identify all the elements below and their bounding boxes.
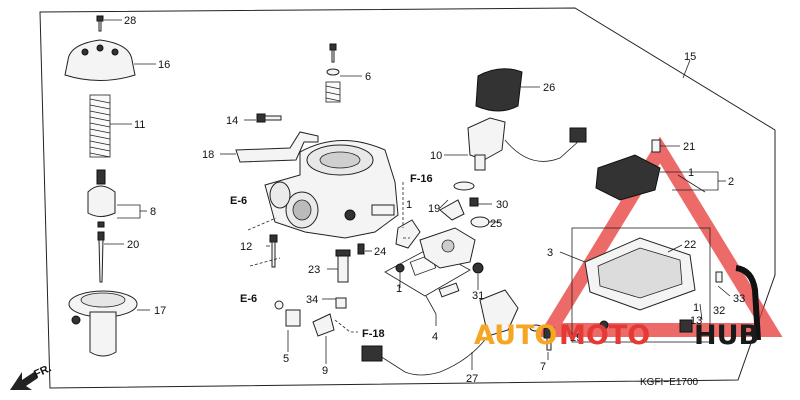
callout-19: 19 [428,203,440,215]
spring-part-11 [89,94,111,158]
diaphragm-part-17 [68,290,138,357]
callout-11: 11 [134,119,145,131]
callout-29: 29 [570,332,582,344]
solenoid-part-10 [453,117,587,191]
callout-14: 14 [226,115,238,127]
callout-1d: 1 [693,302,699,314]
watermark-triangle [537,136,783,337]
float-chamber-cover [419,227,476,269]
callout-22: 22 [684,239,696,251]
callout-20: 20 [127,239,139,251]
assembly-outline [39,7,776,389]
callout-2: 2 [728,176,734,188]
callout-9: 9 [322,365,328,377]
callout-28: 28 [124,15,136,27]
sensor-part-27 [361,289,519,376]
callout-5: 5 [283,353,289,365]
callout-18: 18 [202,149,214,161]
callout-21: 21 [683,141,695,153]
watermark-hub: HUB [694,320,759,351]
small-parts-19-25-30 [439,197,490,228]
leader-lines [104,19,731,370]
bolt-part-14 [256,113,282,123]
callout-26: 26 [543,82,555,94]
float-part-2 [595,154,706,201]
callout-31: 31 [472,290,484,302]
callout-6: 6 [365,71,371,83]
callout-23: 23 [308,264,320,276]
needle-holder-part-8 [87,169,116,228]
ref-f18: F-18 [362,328,385,340]
watermark-moto: MOTO [559,320,650,351]
ref-f16: F-16 [410,173,433,185]
hose-part-33 [735,265,761,341]
callout-15: 15 [684,51,696,63]
valve-part-9 [312,313,335,337]
bracket-part-18 [235,131,319,163]
callout-1c: 1 [688,167,694,179]
screw-spring-part-6 [325,43,341,103]
screw-part-28 [96,15,104,32]
float-chamber-part-3 [571,227,711,343]
callout-12: 12 [240,241,252,253]
callout-34: 34 [306,294,318,306]
callout-10: 10 [430,150,442,162]
callout-17: 17 [154,305,166,317]
jet-needle-part-20 [97,231,105,283]
jets-part-23-24 [335,243,365,283]
callout-24: 24 [374,246,386,258]
top-cover-part-16 [64,39,136,81]
cap-part-26 [475,68,523,112]
callout-7: 7 [540,361,546,373]
callout-3: 3 [547,247,553,259]
screw-part-7 [529,324,555,351]
callout-27: 27 [466,373,478,385]
callout-32: 32 [713,305,725,317]
watermark-auto: AUTO [474,320,557,351]
callout-30: 30 [496,199,508,211]
callout-33: 33 [733,293,745,305]
front-arrow-icon [10,372,38,390]
callout-8: 8 [150,206,156,218]
ref-e6-upper: E-6 [230,195,247,207]
diagram-code: KGFI−E1700 [640,377,699,388]
clip-part-32 [715,271,723,283]
callout-4: 4 [432,331,438,343]
callout-1b: 1 [396,283,402,295]
callout-13: 13 [690,315,702,327]
clip-part-21 [651,139,661,153]
fitting-part-5 [274,300,301,327]
screw-part-12 [269,234,278,268]
jet-part-34 [335,297,347,309]
gasket-part-1 [395,219,421,249]
carburetor-body [264,140,399,239]
ref-e6-lower: E-6 [240,293,257,305]
callout-1a: 1 [406,199,412,211]
callout-16: 16 [158,59,170,71]
callout-25: 25 [490,218,502,230]
